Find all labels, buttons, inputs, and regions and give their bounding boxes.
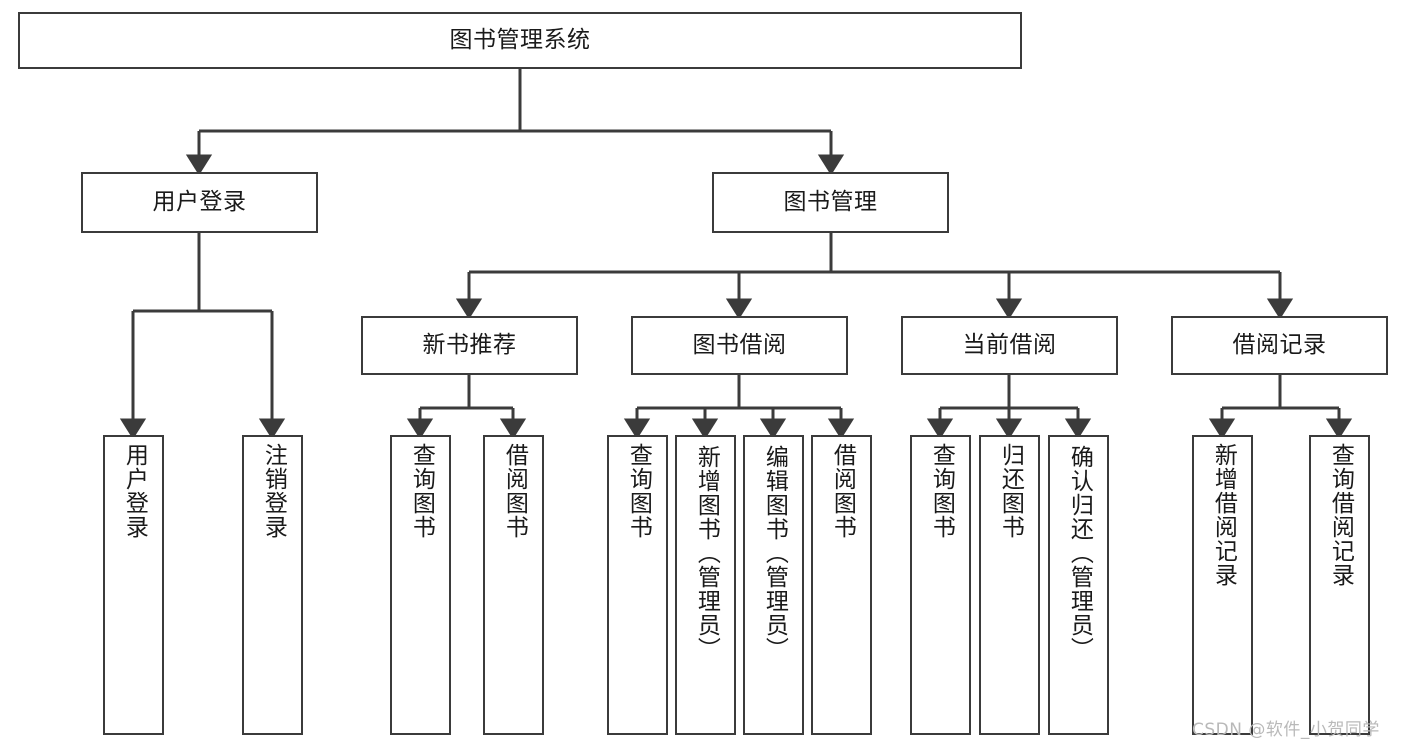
node-book-borrow[interactable]: 图书借阅 [631,316,848,375]
leaf-borrow-borrow-book[interactable]: 借阅图书 [811,435,872,735]
node-label: 确认归还（管理员） [1066,445,1093,661]
leaf-user-login-signin[interactable]: 用户登录 [103,435,164,735]
leaf-current-confirm-return-admin[interactable]: 确认归还（管理员） [1048,435,1109,735]
leaf-recommend-query-book[interactable]: 查询图书 [390,435,451,735]
node-book-management[interactable]: 图书管理 [712,172,949,233]
node-label: 借阅记录 [1232,332,1327,359]
node-label: 用户登录 [121,443,148,539]
node-label: 归还图书 [997,443,1024,539]
node-label: 查询图书 [928,443,955,539]
node-label: 借阅图书 [829,443,856,539]
node-label: 查询图书 [625,443,652,539]
node-label: 用户登录 [152,189,247,216]
node-current-borrow[interactable]: 当前借阅 [901,316,1118,375]
node-label: 图书借阅 [692,332,787,359]
node-new-book-recommend[interactable]: 新书推荐 [361,316,578,375]
node-user-login[interactable]: 用户登录 [81,172,318,233]
leaf-borrow-query-book[interactable]: 查询图书 [607,435,668,735]
node-label: 注销登录 [260,443,287,539]
node-root-system[interactable]: 图书管理系统 [18,12,1022,69]
node-label: 查询借阅记录 [1327,443,1354,587]
leaf-recommend-borrow-book[interactable]: 借阅图书 [483,435,544,735]
csdn-watermark: CSDN @软件_小贺同学 [1192,720,1380,740]
leaf-current-query-book[interactable]: 查询图书 [910,435,971,735]
leaf-current-return-book[interactable]: 归还图书 [979,435,1040,735]
node-borrow-record[interactable]: 借阅记录 [1171,316,1388,375]
node-label: 图书管理 [783,189,878,216]
node-label: 新增借阅记录 [1210,443,1237,587]
leaf-user-login-signout[interactable]: 注销登录 [242,435,303,735]
node-label: 编辑图书（管理员） [761,445,788,661]
node-label: 当前借阅 [962,332,1057,359]
node-label: 查询图书 [408,443,435,539]
node-label: 图书管理系统 [449,27,591,54]
node-label: 新书推荐 [422,332,517,359]
leaf-borrow-add-book-admin[interactable]: 新增图书（管理员） [675,435,736,735]
leaf-record-query-record[interactable]: 查询借阅记录 [1309,435,1370,735]
node-label: 借阅图书 [501,443,528,539]
leaf-borrow-edit-book-admin[interactable]: 编辑图书（管理员） [743,435,804,735]
leaf-record-add-record[interactable]: 新增借阅记录 [1192,435,1253,735]
node-label: 新增图书（管理员） [693,445,720,661]
